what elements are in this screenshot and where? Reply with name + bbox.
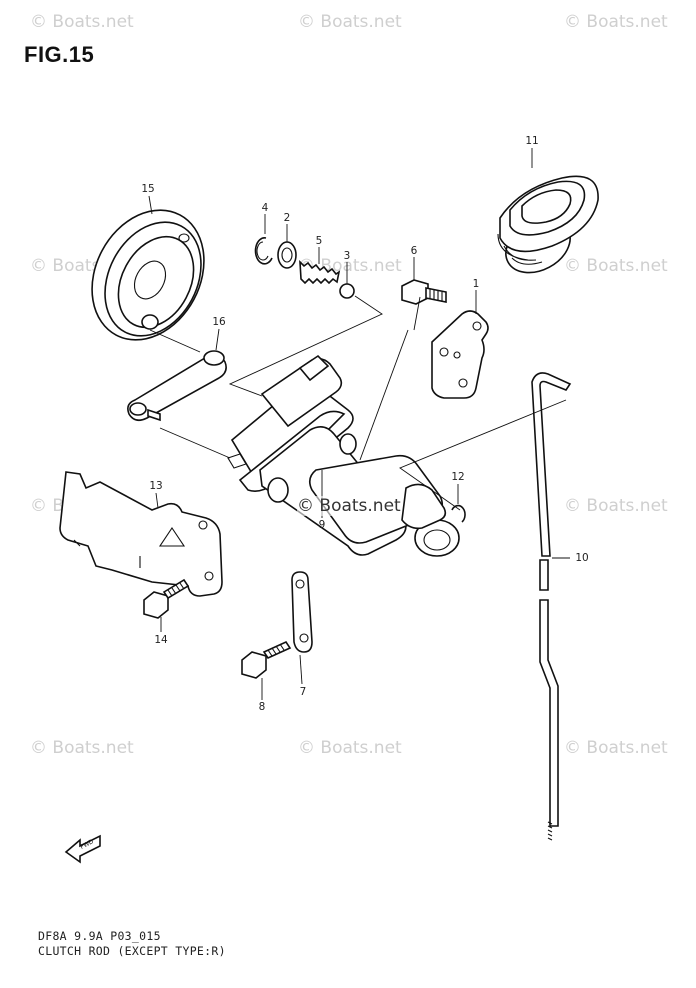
fwd-arrow-icon (64, 834, 101, 864)
callout-4: 4 (261, 202, 269, 214)
part-15-pulley (91, 209, 205, 341)
callout-2: 2 (283, 212, 291, 224)
part-10-clutch-rod (531, 372, 572, 841)
watermark: © Boats.net (298, 738, 402, 758)
watermark: © Boats.net (30, 12, 134, 32)
callout-1: 1 (472, 278, 480, 290)
callout-10: 10 (575, 552, 589, 564)
callout-9: 9 (318, 519, 326, 531)
part-14-bolt (143, 578, 190, 619)
part-11-grommet (497, 175, 599, 274)
part-8-bolt (241, 640, 292, 679)
part-16-link (127, 350, 227, 422)
part-4-circlip (254, 237, 273, 265)
part-5-spring (299, 259, 341, 285)
callout-14: 14 (154, 634, 168, 646)
part-7-link-plate (291, 571, 313, 653)
callout-5: 5 (315, 235, 323, 247)
callout-15: 15 (141, 183, 155, 195)
callout-8: 8 (258, 701, 266, 713)
watermark: © Boats.net (564, 738, 668, 758)
part-9-shaft-assembly (227, 354, 460, 557)
callout-12: 12 (451, 471, 465, 483)
callout-16: 16 (212, 316, 226, 328)
part-1-plate (431, 310, 489, 399)
watermark: © Boats.net (564, 256, 668, 276)
watermark: © Boats.net (30, 738, 134, 758)
part-2-washer (277, 241, 297, 269)
callout-11: 11 (525, 135, 539, 147)
watermark-center: © Boats.net (297, 496, 401, 516)
watermark: © Boats.net (564, 496, 668, 516)
callout-6: 6 (410, 245, 418, 257)
callout-7: 7 (299, 686, 307, 698)
callout-13: 13 (149, 480, 163, 492)
watermark: © Boats.net (298, 12, 402, 32)
part-13-bracket (59, 471, 223, 597)
callout-3: 3 (343, 250, 351, 262)
part-6-bolt (401, 279, 447, 305)
watermark: © Boats.net (564, 12, 668, 32)
diagram-caption: CLUTCH ROD (EXCEPT TYPE:R) (38, 944, 226, 958)
figure-title: FIG.15 (24, 42, 95, 67)
part-3-ball (339, 283, 355, 299)
diagram-code: DF8A 9.9A P03_015 (38, 929, 161, 943)
part-12-clip (451, 504, 466, 523)
